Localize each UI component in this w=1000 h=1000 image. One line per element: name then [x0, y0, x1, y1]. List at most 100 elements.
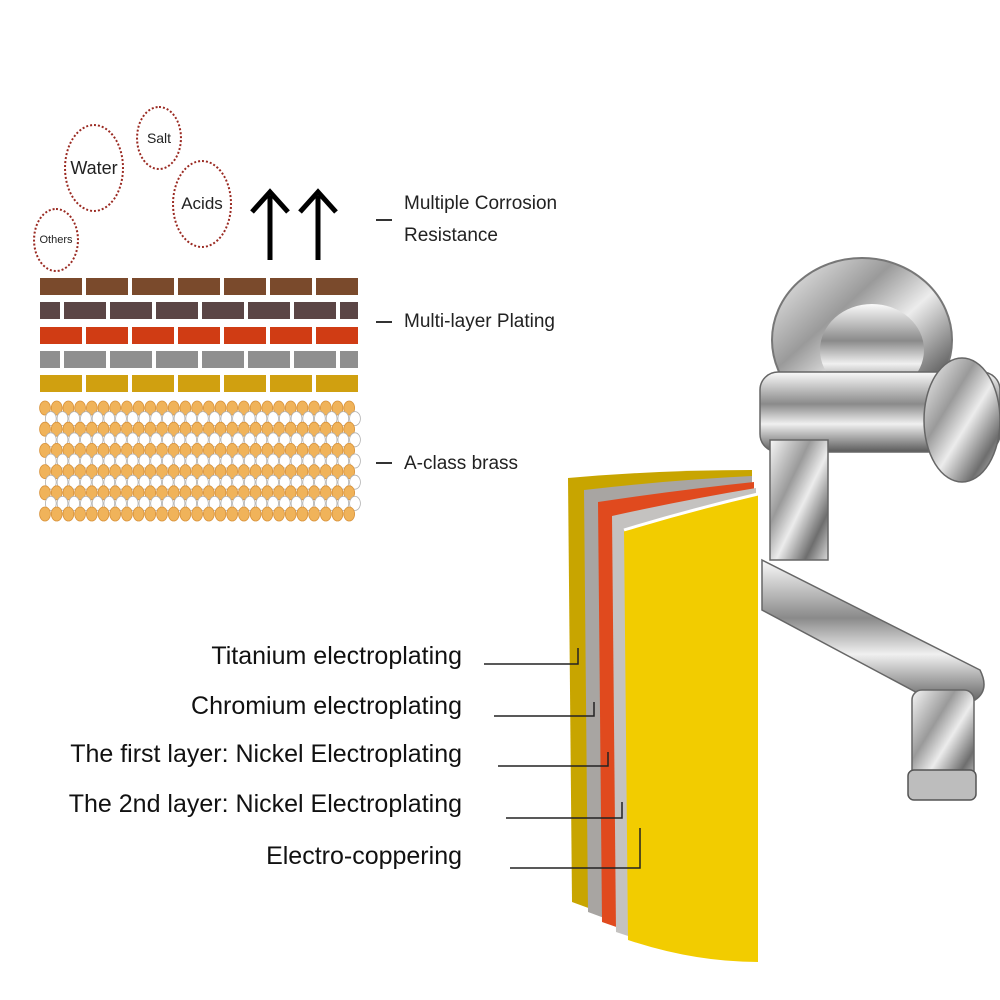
brass-particle — [343, 400, 356, 416]
brass-particle — [255, 432, 268, 448]
brass-particle — [179, 485, 192, 501]
brick — [40, 278, 82, 295]
brass-particle — [273, 442, 285, 458]
brass-particle — [91, 474, 104, 490]
brass-particle — [314, 453, 326, 469]
brass-particle — [203, 464, 215, 480]
leader-line — [510, 828, 641, 869]
brass-particle — [62, 421, 75, 437]
brass-particle — [331, 400, 344, 416]
brass-particle — [86, 442, 98, 458]
brass-particle — [197, 411, 209, 427]
brass-particle — [62, 400, 75, 416]
brass-particle — [74, 442, 86, 458]
brass-particle — [144, 485, 157, 501]
brass-particle — [126, 495, 139, 511]
brass-particle — [103, 474, 116, 490]
corrosion-label-line2: Resistance — [404, 225, 498, 246]
brass-particle — [203, 400, 215, 416]
brass-particle — [284, 400, 297, 416]
brass-particle — [62, 506, 75, 522]
brass-particle — [238, 506, 250, 522]
brass-particle — [138, 411, 151, 427]
threat-label: Water — [70, 157, 118, 178]
brass-particle — [226, 464, 239, 480]
brass-particle — [226, 421, 239, 437]
brass-particle — [44, 411, 57, 427]
brass-particle — [44, 495, 57, 511]
brick — [316, 327, 358, 344]
brass-particle — [267, 495, 279, 511]
brass-particle — [162, 453, 174, 469]
brass-particle — [314, 474, 326, 490]
brass-particle — [39, 485, 51, 501]
brass-particle — [325, 495, 338, 511]
brick — [156, 351, 198, 368]
brick — [132, 327, 174, 344]
brass-particle — [109, 442, 121, 458]
brass-particle — [197, 432, 209, 448]
brass-particle — [179, 442, 192, 458]
brass-particle — [203, 506, 215, 522]
brass-particle — [80, 474, 92, 490]
brass-particle — [115, 432, 127, 448]
brass-particle — [331, 464, 344, 480]
brass-particle — [249, 421, 262, 437]
layer-label-chromium: Chromium electroplating — [191, 692, 462, 720]
brass-particle — [273, 464, 285, 480]
brass-particle — [109, 400, 121, 416]
brick — [270, 375, 312, 392]
brass-particle — [132, 506, 145, 522]
brass-particle — [232, 474, 244, 490]
brass-particle — [284, 464, 297, 480]
brass-particle — [80, 411, 92, 427]
brass-particle — [238, 421, 250, 437]
threat-label: Others — [39, 234, 73, 246]
brass-particle — [144, 506, 157, 522]
brass-particle — [284, 421, 297, 437]
brick — [64, 302, 106, 319]
brick — [178, 278, 220, 295]
brass-particle — [74, 485, 86, 501]
brass-particle — [273, 400, 285, 416]
brass-particle — [255, 453, 268, 469]
brick — [132, 278, 174, 295]
brass-particle — [86, 400, 98, 416]
brass-particle — [278, 411, 291, 427]
brass-particle — [39, 421, 51, 437]
brick — [40, 351, 60, 368]
brass-particle — [156, 485, 168, 501]
brass-particle — [290, 453, 303, 469]
brick — [86, 278, 128, 295]
brass-particle — [308, 485, 320, 501]
brass-particle — [203, 442, 215, 458]
threat-bubble-salt: Salt — [136, 106, 182, 170]
brick — [224, 278, 266, 295]
brass-particle — [68, 474, 80, 490]
brass-particle — [308, 400, 320, 416]
brass-particle — [97, 442, 110, 458]
brick — [294, 351, 336, 368]
brass-particle — [109, 485, 121, 501]
leader-line — [506, 802, 623, 819]
brass-particle — [68, 432, 80, 448]
brass-particle — [278, 495, 291, 511]
brass-particle — [290, 495, 303, 511]
brass-particle — [290, 411, 303, 427]
brass-particle — [138, 495, 151, 511]
brass-particle — [167, 400, 180, 416]
layer-label-copper: Electro-coppering — [266, 842, 462, 870]
brass-particle — [296, 506, 309, 522]
label-dash — [376, 462, 392, 464]
brick — [316, 375, 358, 392]
brass-particle — [179, 421, 192, 437]
brass-particle — [173, 411, 186, 427]
brass-particle — [243, 474, 256, 490]
brass-particle — [97, 485, 110, 501]
brass-particle — [115, 474, 127, 490]
brass-particle — [179, 464, 192, 480]
brick — [110, 302, 152, 319]
brass-particle — [115, 411, 127, 427]
brass-particle — [208, 495, 221, 511]
